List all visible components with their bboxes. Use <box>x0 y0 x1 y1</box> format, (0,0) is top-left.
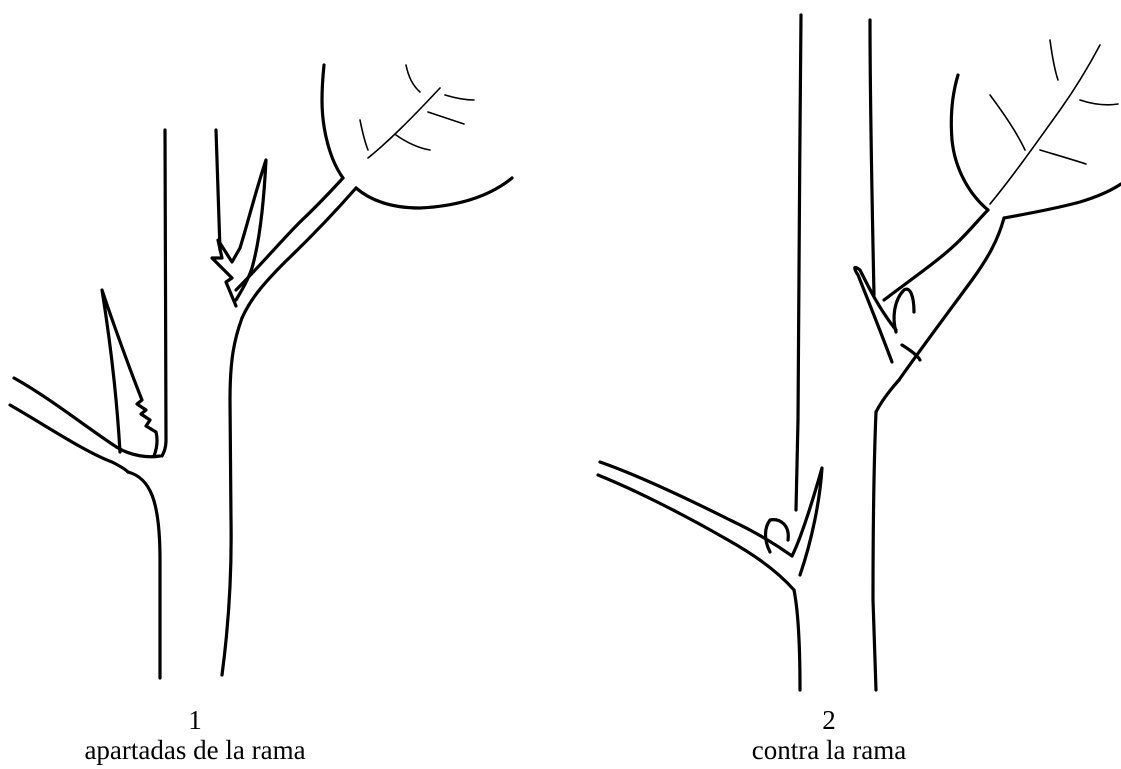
fig1-leaf-vein-2 <box>396 135 430 150</box>
fig2-leaf-midrib <box>990 45 1100 204</box>
fig2-right-trunk-right-edge <box>876 345 920 412</box>
fig1-leaf-outline <box>322 65 512 208</box>
fig1-leaf-vein-4 <box>406 65 420 92</box>
fig2-upper-spike <box>855 267 896 362</box>
fig1-lower-bud <box>102 290 157 456</box>
fig1-leaf-vein-5 <box>445 95 474 100</box>
figure-2-caption-text: contra la rama <box>629 735 1029 765</box>
fig2-lower-branch-upper <box>600 462 792 556</box>
fig1-leaf-vein-1 <box>360 120 368 150</box>
fig1-upper-branch-lower <box>242 188 356 318</box>
fig1-leaf-midrib <box>368 88 440 158</box>
fig2-leaf-vein-4 <box>1080 100 1118 105</box>
fig2-leaf-outline <box>951 75 1121 218</box>
fig2-leaf-vein-1 <box>990 95 1025 150</box>
fig2-upper-branch-lower <box>899 218 1004 380</box>
figure-1-drawing <box>10 65 512 678</box>
figure-1-caption-text: apartadas de la rama <box>0 735 395 765</box>
fig1-right-trunk-left-edge <box>222 318 242 675</box>
fig2-leaf-vein-3 <box>1050 40 1058 80</box>
figure-1-caption: 1 apartadas de la rama <box>0 705 395 765</box>
figure-1-number: 1 <box>0 705 395 735</box>
figure-2-number: 2 <box>629 705 1029 735</box>
fig2-upper-branch-upper <box>884 210 988 300</box>
figure-2-caption: 2 contra la rama <box>629 705 1029 765</box>
fig1-upper-branch-upper <box>236 178 343 290</box>
fig2-right-trunk-lower <box>873 412 876 690</box>
fig2-upper-bud <box>894 289 914 332</box>
fig2-left-trunk-bottom <box>794 590 800 690</box>
fig1-left-trunk-lower-left <box>128 472 160 678</box>
fig2-leaf-vein-2 <box>1040 150 1086 164</box>
fig1-right-trunk-upper-left <box>216 130 220 250</box>
fig1-left-trunk-left-edge <box>162 130 166 456</box>
figure-2-drawing <box>598 15 1121 690</box>
fig2-right-trunk-left-edge <box>870 20 874 295</box>
fig2-left-trunk-top <box>796 15 801 510</box>
fig1-leaf-vein-3 <box>428 112 464 124</box>
